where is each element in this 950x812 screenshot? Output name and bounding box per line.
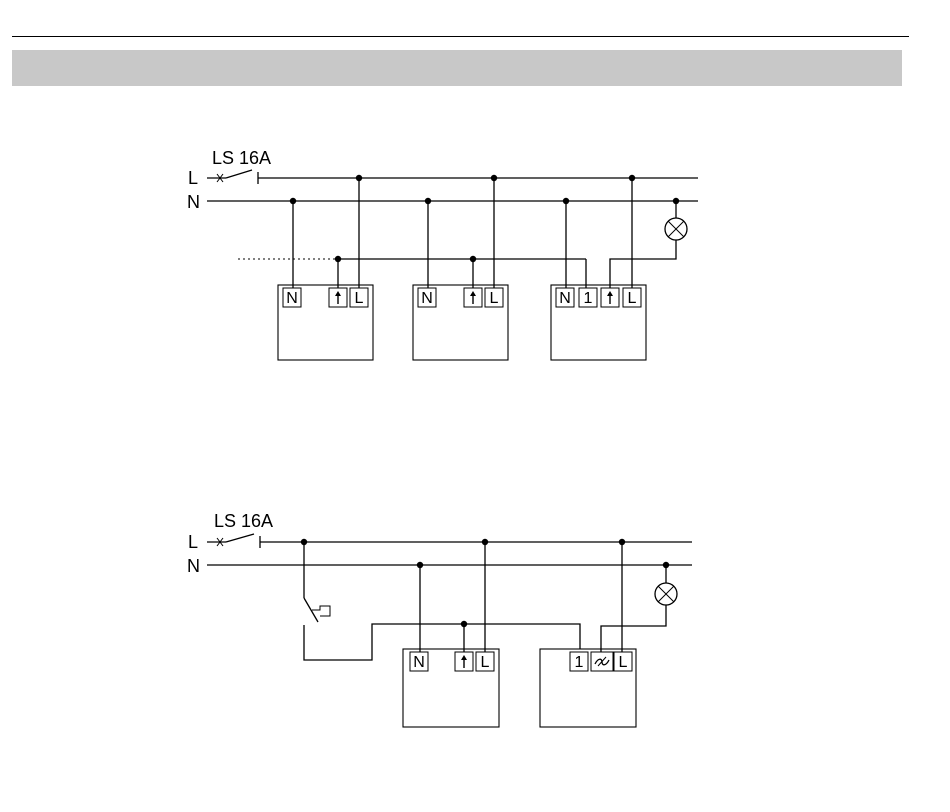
svg-text:1: 1	[584, 290, 593, 307]
svg-text:N: N	[559, 290, 571, 307]
pushbutton-switch-icon	[304, 542, 330, 622]
svg-text:L: L	[355, 290, 364, 307]
svg-text:L: L	[628, 290, 637, 307]
neutral-label: N	[187, 192, 200, 212]
diagram-2: LS 16A L N N L	[187, 511, 692, 727]
lamp-icon	[655, 583, 677, 605]
svg-text:L: L	[619, 654, 628, 671]
lamp-icon	[665, 218, 687, 240]
breaker-label: LS 16A	[214, 511, 273, 531]
line-label: L	[188, 532, 198, 552]
svg-text:1: 1	[575, 654, 584, 671]
circuit-breaker-icon	[207, 534, 260, 548]
line-label: L	[188, 168, 198, 188]
svg-text:L: L	[481, 654, 490, 671]
neutral-label: N	[187, 556, 200, 576]
breaker-label: LS 16A	[212, 148, 271, 168]
svg-text:N: N	[286, 290, 298, 307]
svg-text:N: N	[421, 290, 433, 307]
diagram-1: LS 16A L N N L	[187, 148, 698, 360]
svg-text:L: L	[490, 290, 499, 307]
circuit-breaker-icon	[207, 170, 258, 184]
svg-text:N: N	[413, 654, 425, 671]
